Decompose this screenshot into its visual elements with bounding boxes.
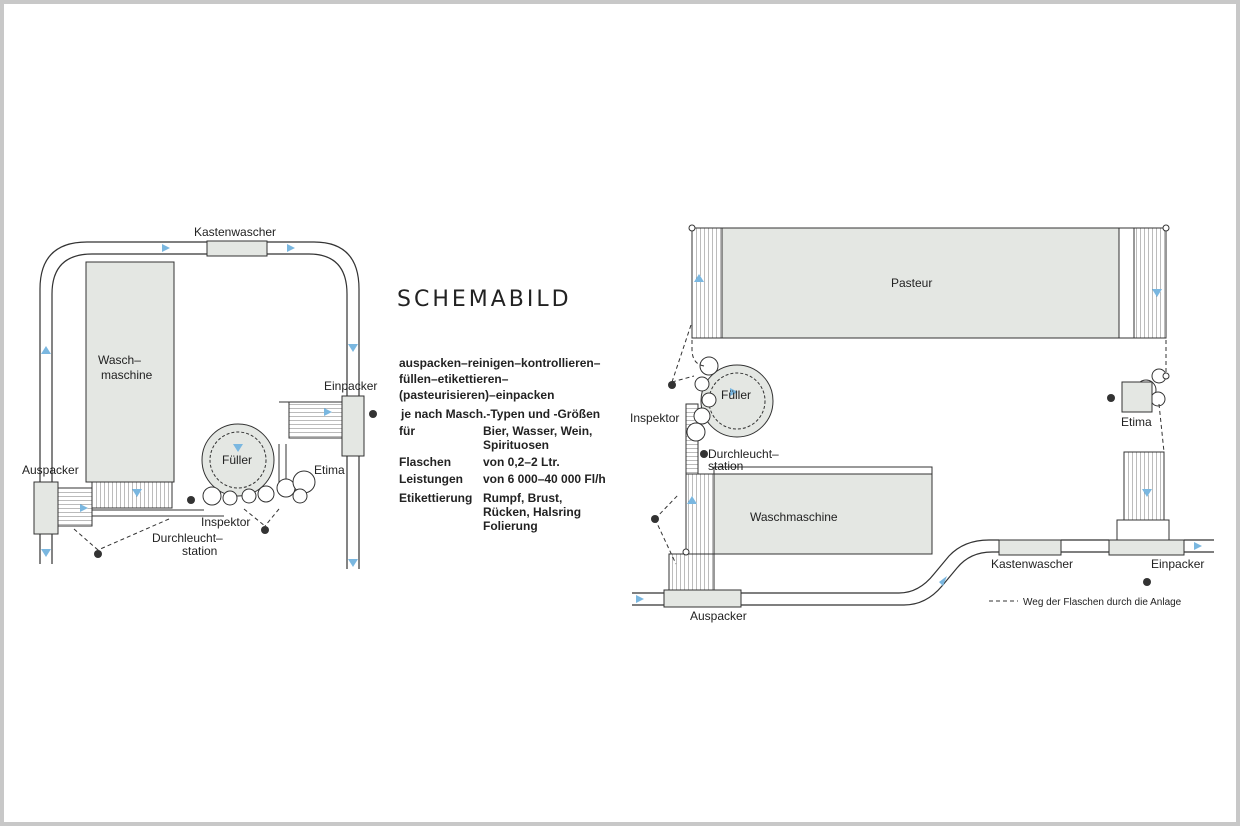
right-waschmaschine-ledge [713,466,933,475]
left-auspacker-conveyor [57,487,93,527]
left-auspacker-label: Auspacker [22,463,79,477]
left-waschmaschine-infeed [91,481,173,509]
left-conveyor-loop [39,241,360,569]
page-title: SCHEMABILD [397,287,572,312]
spec-val-leistungen: von 6 000–40 000 Fl/h [483,472,606,486]
left-einpacker-label: Einpacker [324,379,377,393]
spec-key-leistungen: Leistungen [399,472,464,486]
right-fueller-circle [700,364,774,438]
legend-label: Weg der Flaschen durch die Anlage [1023,597,1182,608]
right-pasteur-box [721,227,1120,339]
spec-val-fuer: Bier, Wasser, Wein, Spirituosen [483,424,593,452]
left-durchleucht-label-2: station [182,544,217,558]
plant-schematic: Kastenwascher Wasch– maschine Einpacker … [22,224,1214,623]
left-diagram [33,240,377,569]
left-auspacker-box [33,481,59,535]
right-pasteur-label: Pasteur [891,276,932,290]
left-flow-arrows [41,244,358,567]
left-etima-label: Etima [314,463,345,477]
left-einpacker-box [341,395,365,457]
right-fueller-label: Füller [721,388,751,402]
process-line-1: auspacken–reinigen–kontrollieren– [399,356,601,370]
right-pasteur-gap [1118,227,1135,339]
right-kastenwascher-box [998,539,1062,556]
right-diagram [632,224,1214,608]
left-sensor-icons [94,410,377,558]
left-waschmaschine-label-2: maschine [101,368,153,382]
left-durchleucht-label-1: Durchleucht– [152,531,223,545]
right-pasteur-infeed [691,227,723,339]
right-waschmaschine-infeed [685,473,715,555]
right-kastenwascher-label: Kastenwascher [991,557,1073,571]
right-durchleucht-label-2: station [708,459,743,473]
right-sensor-icons [651,381,1151,586]
process-line-2: füllen–etikettieren– [399,372,509,386]
right-dashed-leaders [654,321,695,565]
right-auspacker-conveyor [668,553,715,591]
right-etima-body [1121,381,1153,413]
left-fueller-label: Füller [222,453,252,467]
right-pasteur-outfeed [1133,227,1167,339]
spec-key-fuer: für [399,424,415,438]
left-inspektor-label: Inspektor [201,515,250,529]
right-corner-pulleys [682,224,1170,556]
right-einpacker-box [1108,539,1185,556]
left-dashed-leaders [73,508,280,551]
left-labels: Kastenwascher Wasch– maschine Einpacker … [22,225,377,558]
right-etima-label: Etima [1121,415,1152,429]
right-bottom-conveyor [632,539,1214,606]
right-bottle-path [685,228,1167,552]
size-note: je nach Masch.-Typen und -Größen [401,407,601,421]
left-kastenwascher-box [206,240,268,257]
right-inspektor-label: Inspektor [630,411,679,425]
spec-val-etikettierung: Rumpf, Brust, Rücken, Halsring Folierung [483,491,582,533]
left-fueller-inner [209,431,267,489]
right-einpacker-conveyor [1123,451,1165,521]
right-einpacker-frame [1116,519,1170,541]
left-waschmaschine-label-1: Wasch– [98,353,141,367]
spec-key-flaschen: Flaschen [399,455,452,469]
right-einpacker-label: Einpacker [1151,557,1204,571]
right-flow-arrows [636,274,1202,603]
left-kastenwascher-label: Kastenwascher [194,225,276,239]
right-durchleucht-label-1: Durchleucht– [708,447,779,461]
spec-val-flaschen: von 0,2–2 Ltr. [483,455,560,469]
process-line-3: (pasteurisieren)–einpacken [399,388,555,402]
right-waschmaschine-label: Waschmaschine [750,510,838,524]
left-einpacker-conveyor [288,401,343,439]
left-fueller-circle [201,423,275,497]
spec-key-etikettierung: Etikettierung [399,491,473,505]
right-labels: Pasteur Füller Inspektor Durchleucht– st… [630,276,1204,623]
right-auspacker-label: Auspacker [690,609,747,623]
left-waschmaschine-box [85,261,175,483]
right-auspacker-box [663,589,742,608]
right-waschmaschine-box [713,473,933,555]
left-star-wheels [202,470,316,506]
